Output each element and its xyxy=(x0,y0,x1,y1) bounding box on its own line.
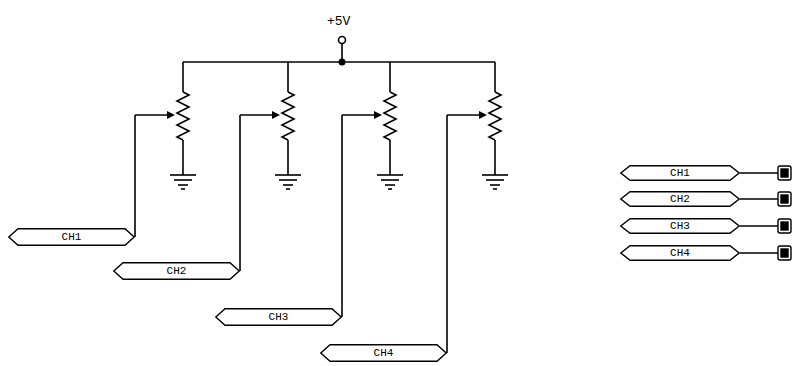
supply-rail xyxy=(183,37,495,66)
supply-label: +5V xyxy=(327,14,350,29)
net-label: CH2 xyxy=(620,191,740,207)
net-name: CH3 xyxy=(670,221,690,232)
net-label: CH4 xyxy=(620,245,740,261)
net-label: CH3 xyxy=(215,308,342,326)
connector-pin xyxy=(778,166,791,260)
net-name: CH2 xyxy=(670,194,690,205)
potentiometer-symbol xyxy=(240,62,301,189)
wiper-wire xyxy=(135,115,447,353)
potentiometer-symbol xyxy=(135,62,196,189)
net-label: CH2 xyxy=(113,262,240,280)
net-name: CH4 xyxy=(670,248,690,259)
net-name: CH1 xyxy=(62,232,82,243)
net-label: CH1 xyxy=(620,165,740,181)
net-label: CH4 xyxy=(320,344,447,362)
net-name: CH1 xyxy=(670,168,690,179)
connector-wire xyxy=(740,173,778,253)
net-name: CH3 xyxy=(269,312,289,323)
net-label: CH1 xyxy=(8,228,135,246)
potentiometer-symbol xyxy=(342,62,403,189)
net-name: CH4 xyxy=(374,348,394,359)
net-label: CH3 xyxy=(620,218,740,234)
net-name: CH2 xyxy=(167,266,187,277)
potentiometer-symbol xyxy=(447,62,508,189)
